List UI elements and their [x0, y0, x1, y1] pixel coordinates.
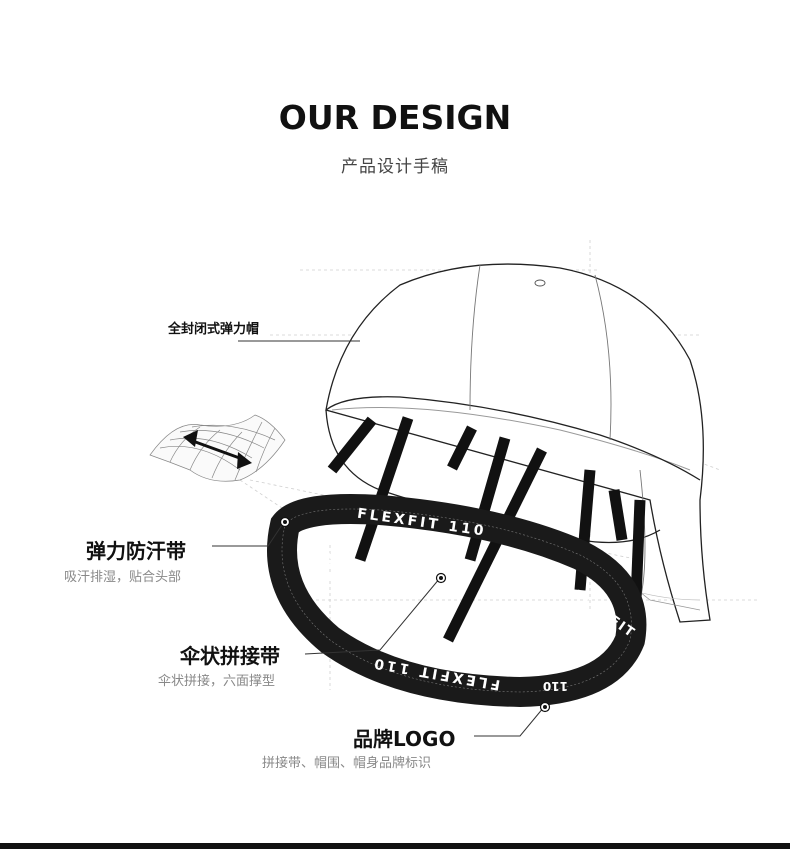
flexfit-sweatband — [267, 494, 647, 708]
callout-sweatband-description: 吸汗排湿，贴合头部 — [64, 570, 182, 585]
cap-crown — [325, 263, 711, 623]
leader-dot-centers — [283, 520, 547, 709]
stretch-arrow-icon — [183, 430, 252, 469]
callout-umbrella-tape-description: 伞状拼接，六面撑型 — [158, 674, 276, 689]
page-title: OUR DESIGN — [278, 98, 512, 137]
callout-brand-logo-description: 拼接带、帽围、帽身品牌标识 — [262, 756, 432, 771]
bottom-divider — [0, 843, 790, 849]
leader-lines — [212, 340, 545, 737]
mesh-fabric-icon — [149, 414, 286, 482]
umbrella-tapes — [327, 416, 646, 643]
page-subtitle: 产品设计手稿 — [341, 157, 449, 177]
callout-closed-cap-label: 全封闭式弹力帽 — [168, 322, 260, 337]
band-text-small: 110 — [543, 679, 568, 693]
callout-sweatband-label: 弹力防汗带 — [86, 539, 186, 563]
callout-brand-logo-label: 品牌LOGO — [353, 727, 456, 751]
callout-umbrella-tape-label: 伞状拼接带 — [180, 644, 280, 668]
